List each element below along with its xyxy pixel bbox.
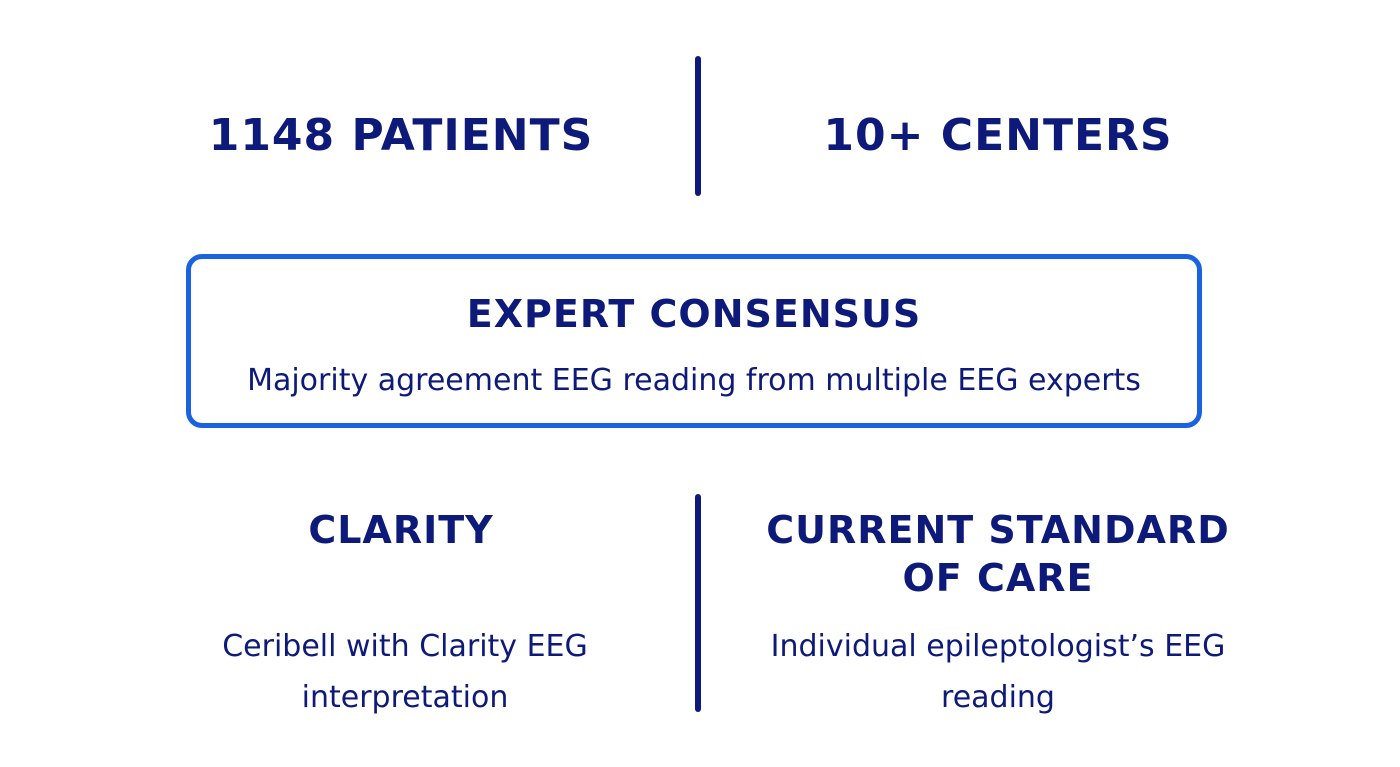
standard-of-care-description-line-1: Individual epileptologist’s EEG xyxy=(770,629,1226,664)
bottom-divider xyxy=(695,494,701,712)
clarity-description-line-1: Ceribell with Clarity EEG xyxy=(222,629,588,664)
standard-of-care-description: Individual epileptologist’s EEG reading xyxy=(718,621,1278,723)
expert-consensus-description: Majority agreement EEG reading from mult… xyxy=(247,363,1141,398)
clarity-description: Ceribell with Clarity EEG interpretation xyxy=(125,621,685,723)
standard-of-care-title-line-2: OF CARE xyxy=(902,556,1094,600)
clarity-description-line-2: interpretation xyxy=(301,680,509,715)
standard-of-care-description-line-2: reading xyxy=(941,680,1055,715)
standard-of-care-title-line-1: CURRENT STANDARD xyxy=(766,508,1230,552)
standard-of-care-title: CURRENT STANDARD OF CARE xyxy=(718,506,1278,602)
patients-stat: 1148 PATIENTS xyxy=(208,110,594,161)
clarity-title-text: CLARITY xyxy=(308,508,494,552)
top-divider xyxy=(695,56,701,196)
expert-consensus-box xyxy=(186,254,1202,428)
centers-stat: 10+ CENTERS xyxy=(823,110,1173,161)
clarity-title: CLARITY xyxy=(121,506,681,554)
expert-consensus-title: EXPERT CONSENSUS xyxy=(466,292,922,336)
